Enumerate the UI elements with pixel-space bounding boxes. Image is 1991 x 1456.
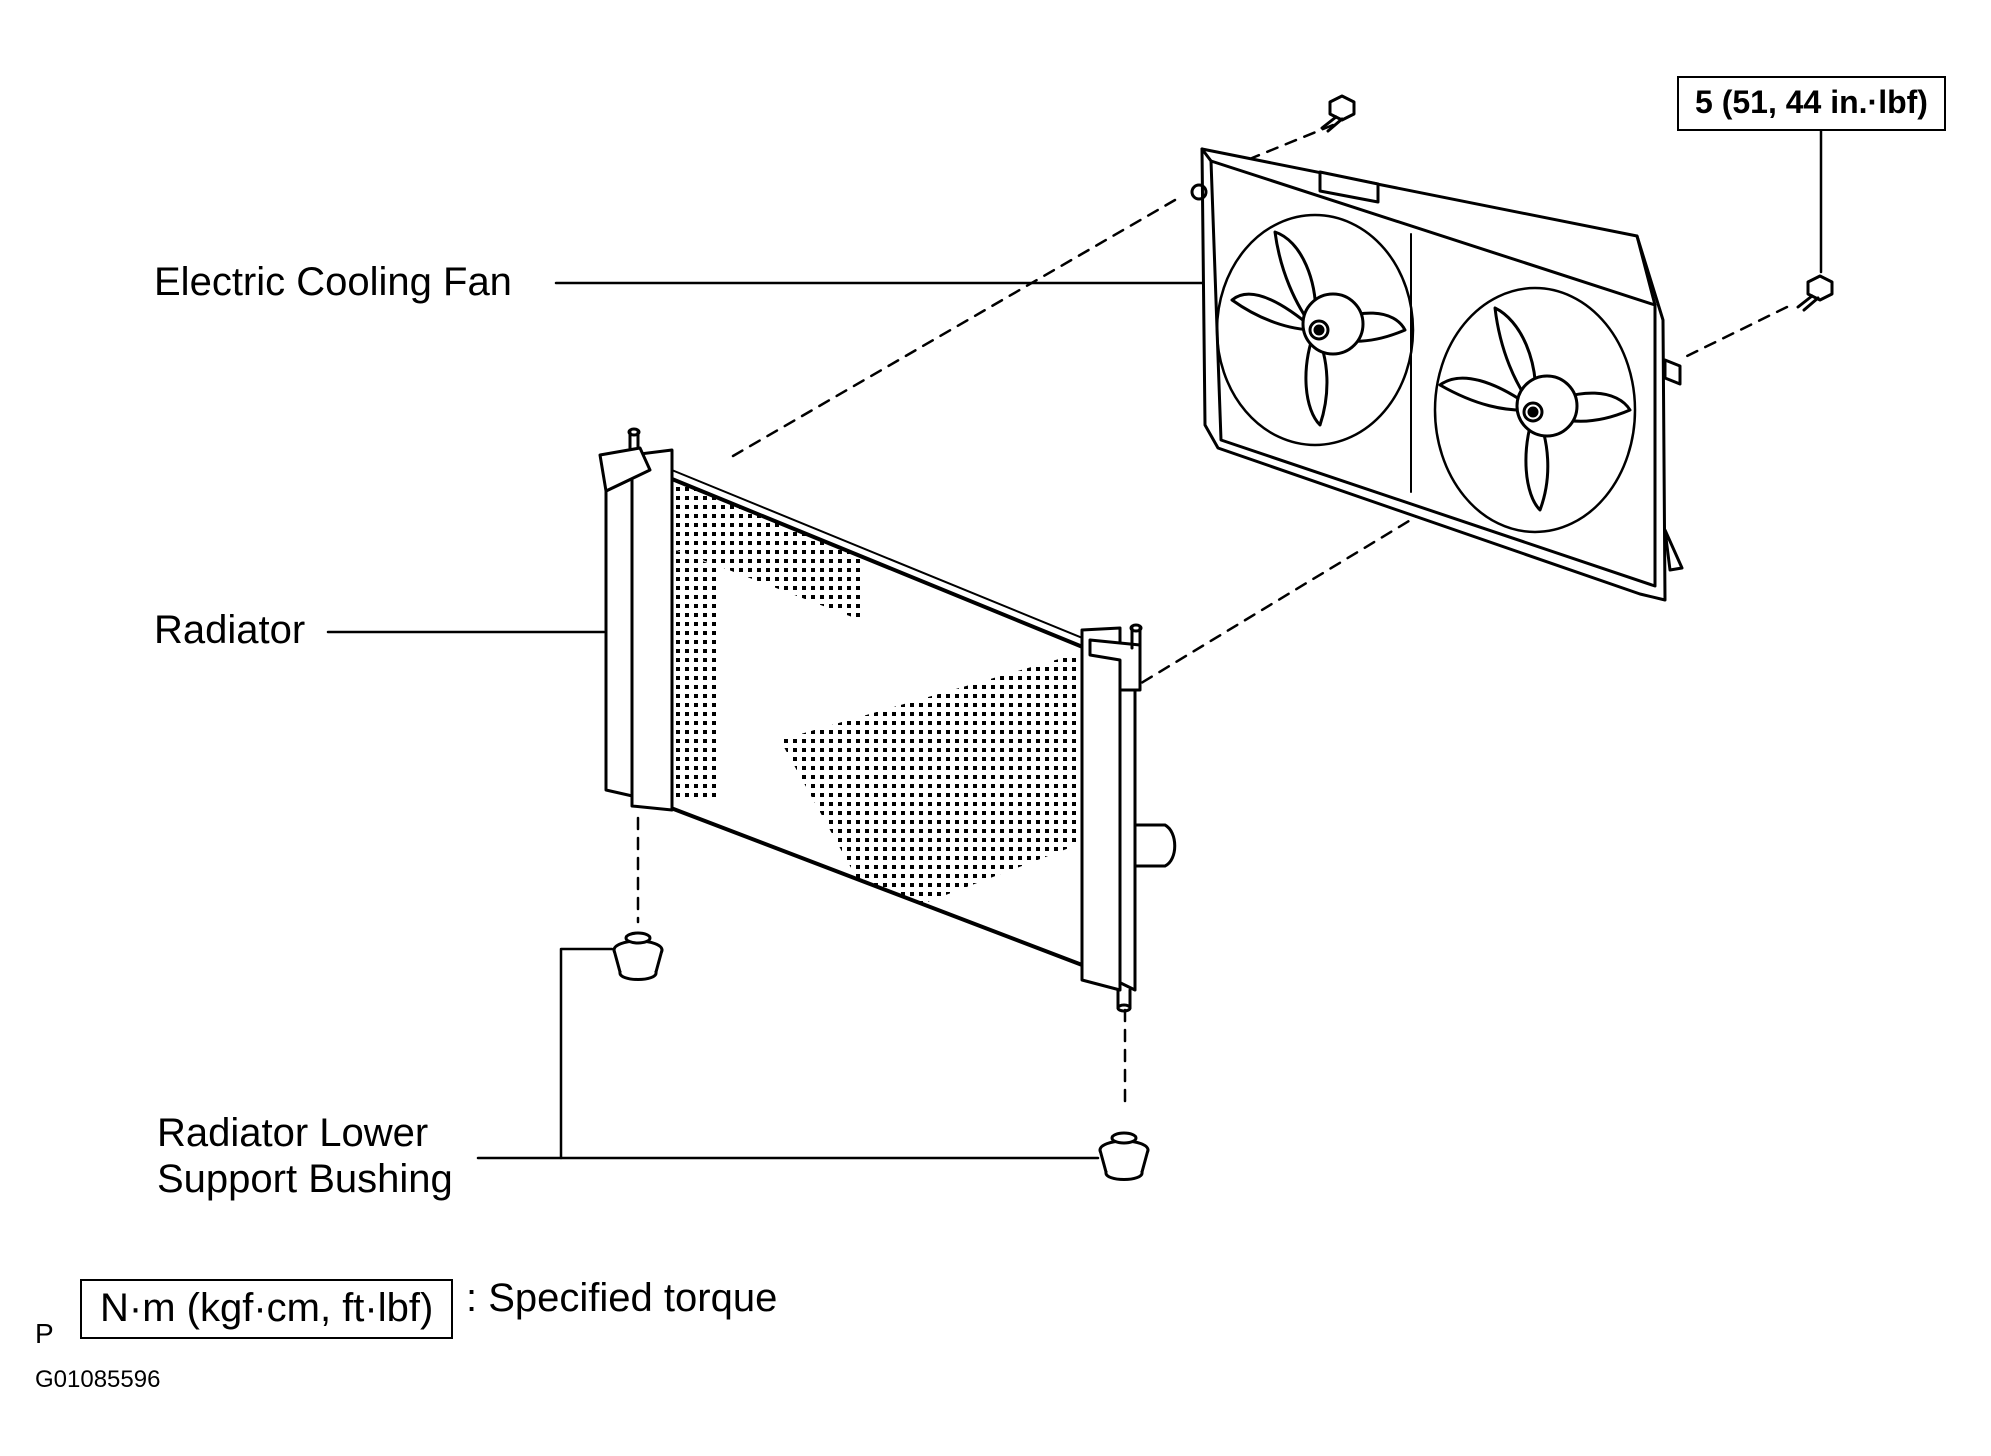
footer-letter: P — [35, 1318, 54, 1349]
torque-bolt — [1796, 274, 1834, 312]
lower-bushing — [1098, 1131, 1150, 1181]
legend-description: : Specified torque — [466, 1276, 778, 1320]
right-fan — [1433, 286, 1637, 534]
bushing-label-line2: Support Bushing — [157, 1157, 453, 1201]
radiator-assembly — [598, 427, 1177, 1013]
fan-shroud — [1190, 147, 1684, 602]
radiator-right-tank — [1080, 623, 1177, 1013]
bushing-label-line1: Radiator Lower — [157, 1111, 429, 1155]
leader-lines — [326, 122, 1823, 1160]
left-fan — [1215, 213, 1415, 447]
electric-cooling-fan-assembly — [1190, 147, 1684, 602]
upper-bushing — [612, 931, 664, 981]
figure-id: G01085596 — [35, 1366, 161, 1393]
radiator-label: Radiator — [154, 608, 306, 652]
bushing-leader-line — [476, 947, 614, 1160]
fan-upper-bolt — [1320, 94, 1356, 133]
radiator-left-tank — [598, 427, 674, 812]
torque-callout-box: 5 (51, 44 in.·lbf) — [1677, 76, 1946, 131]
legend-torque-units-box: N·m (kgf·cm, ft·lbf) — [80, 1279, 454, 1339]
fan-label: Electric Cooling Fan — [154, 260, 512, 304]
